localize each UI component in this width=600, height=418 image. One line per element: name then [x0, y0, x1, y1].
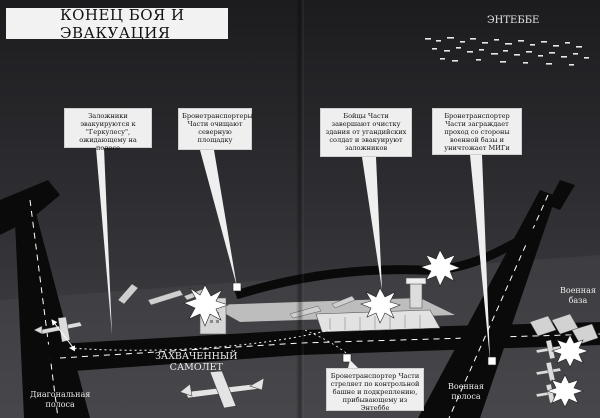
control-tower [409, 281, 423, 309]
perimeter-road [234, 225, 543, 300]
diagonal-runway-label-line1: Диагональная [30, 390, 91, 399]
military-runway-label-line2: полоса [451, 392, 481, 401]
main-runway [40, 322, 600, 372]
callout-apc-migs: Бронетранспортер Части заграждает проход… [432, 108, 522, 155]
callout-soldiers: Бойцы Части завершают очистку здания от … [320, 108, 412, 157]
military-runway-label: Военная полоса [448, 382, 484, 402]
hijacked-airliner [179, 370, 265, 409]
callout-apc-north: Бронетранспортеры Части очищают северную… [178, 108, 253, 150]
page-title: КОНЕЦ БОЯ И ЭВАКУАЦИЯ [60, 5, 185, 42]
hijacked-plane-label: ЗАХВАЧЕННЫЙ САМОЛЕТ [155, 351, 238, 373]
hijacked-plane-label-line2: САМОЛЕТ [169, 362, 223, 373]
military-runway-label-line1: Военная [448, 382, 484, 391]
explosions [183, 249, 589, 408]
military-base-label: Военная база [560, 286, 596, 306]
callout-hostages: Заложники эвакуируются к "Геркулесу", ож… [64, 108, 152, 152]
page-gutter [296, 0, 304, 418]
hijacked-plane-label-line1: ЗАХВАЧЕННЫЙ [155, 351, 238, 362]
evacuation-path [69, 329, 331, 352]
entebbe-lights [425, 37, 589, 66]
location-label: ЭНТЕББЕ [487, 15, 540, 26]
callout-apc-tower: Бронетранспортер Части стреляет по контр… [326, 368, 424, 412]
old-terminal [315, 309, 441, 333]
diagonal-runway-label: Диагональная полоса [30, 390, 90, 410]
military-base-label-line2: база [568, 296, 588, 305]
title-box: КОНЕЦ БОЯ И ЭВАКУАЦИЯ [6, 5, 228, 42]
military-base-label-line1: Военная [560, 286, 596, 295]
military-base-buildings [529, 313, 599, 345]
callout-pointers [96, 148, 490, 368]
hercules-aircraft [33, 316, 83, 343]
diagonal-runway-label-line2: полоса [45, 400, 75, 409]
